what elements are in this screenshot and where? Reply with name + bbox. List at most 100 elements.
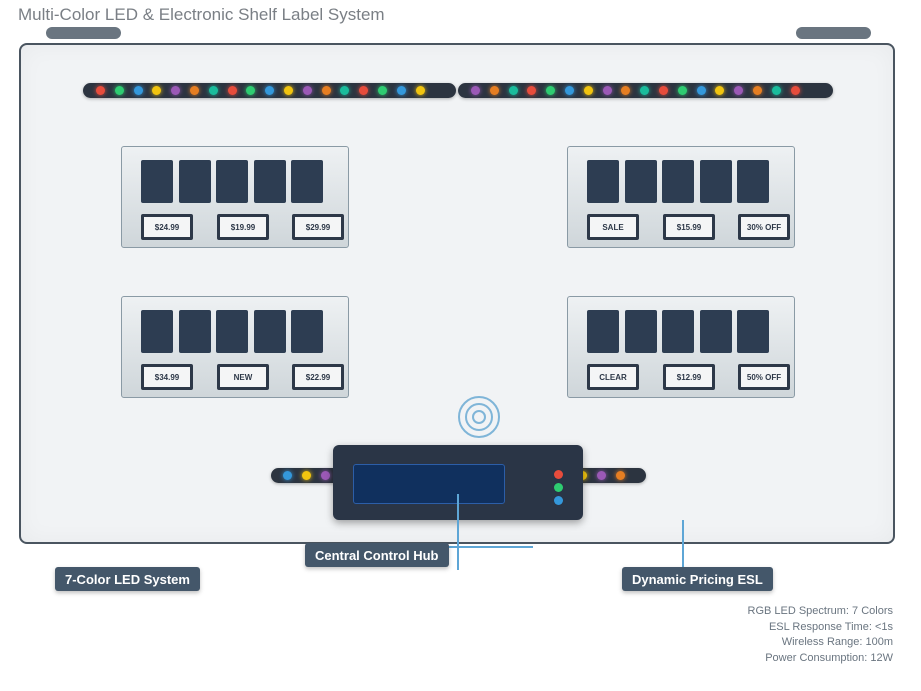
top-right-led-9 (621, 86, 631, 95)
shelf-top-right: SALE $15.99 30% OFF (567, 146, 795, 248)
shelf-bottom-right: CLEAR $12.99 50% OFF (567, 296, 795, 398)
price-tag: $24.99 (141, 214, 193, 240)
price-tag: $29.99 (292, 214, 344, 240)
top-right-led-10 (640, 86, 650, 95)
top-right-led-11 (659, 86, 668, 95)
product-block (291, 310, 323, 353)
top-right-led-12 (677, 86, 687, 95)
top-left-led-14 (340, 86, 350, 95)
hub-indicator-red (554, 470, 563, 479)
led-strip-bottom-left (271, 468, 351, 483)
product-block (141, 160, 173, 203)
wireless-signal-icon (458, 396, 500, 438)
top-left-led-11 (284, 86, 293, 95)
top-right-led-1 (471, 86, 480, 95)
price-tag: SALE (587, 214, 639, 240)
top-left-led-10 (265, 86, 275, 95)
hub-status-indicators (554, 470, 564, 506)
led-strip-top-right (458, 83, 833, 98)
price-tag: 30% OFF (738, 214, 790, 240)
top-right-led-8 (602, 86, 612, 95)
top-right-led-14 (715, 86, 725, 95)
bottom-right-led-3 (616, 471, 625, 480)
product-block (141, 310, 173, 353)
price-tag: CLEAR (587, 364, 639, 390)
price-tag: NEW (217, 364, 269, 390)
shelf-top-left: $24.99 $19.99 $29.99 (121, 146, 349, 248)
top-left-led-4 (152, 86, 162, 95)
diagram-title: Multi-Color LED & Electronic Shelf Label… (18, 5, 385, 24)
product-block (737, 160, 769, 203)
bottom-left-led-2 (302, 471, 311, 480)
spec-led-spectrum: RGB LED Spectrum: 7 Colors (747, 605, 894, 617)
product-block (587, 160, 619, 203)
wireless-ring-outer (458, 396, 500, 438)
top-left-led-5 (171, 86, 181, 95)
product-block (291, 160, 323, 203)
top-left-led-13 (321, 86, 331, 95)
product-block (587, 310, 619, 353)
top-right-led-3 (508, 86, 518, 95)
bottom-left-led-3 (321, 471, 330, 480)
product-block (178, 160, 211, 203)
top-left-led-8 (227, 86, 237, 95)
spec-wireless-range: Wireless Range: 100m (781, 636, 893, 648)
product-block (624, 310, 657, 353)
product-block (178, 310, 211, 353)
top-left-led-2 (114, 86, 124, 95)
label-led-system: 7-Color LED System (55, 567, 200, 591)
shelf-bottom-left: $34.99 NEW $22.99 (121, 296, 349, 398)
top-right-led-16 (753, 86, 762, 95)
price-tag: $22.99 (292, 364, 344, 390)
price-tag: $34.99 (141, 364, 193, 390)
product-block (624, 160, 657, 203)
specifications-list: RGB LED Spectrum: 7 Colors ESL Response … (748, 604, 894, 666)
spec-esl-response: ESL Response Time: <1s (768, 620, 893, 633)
top-right-led-15 (734, 86, 744, 95)
top-left-led-6 (190, 86, 199, 95)
product-block (699, 160, 732, 203)
top-right-led-7 (583, 86, 593, 95)
hub-indicator-blue (554, 496, 563, 505)
price-tag: $19.99 (217, 214, 269, 240)
top-right-led-18 (790, 86, 800, 95)
led-strip-top-left (83, 83, 456, 98)
top-right-led-2 (489, 86, 499, 95)
callout-line-hub (457, 494, 459, 570)
callout-line-esl (682, 520, 684, 570)
mounting-bracket-left (46, 27, 121, 39)
hub-display-screen (353, 464, 505, 504)
top-left-led-18 (415, 86, 425, 95)
top-left-led-12 (302, 86, 312, 95)
wireless-ring-middle (465, 403, 493, 431)
top-right-led-6 (565, 86, 574, 95)
label-central-control-hub: Central Control Hub (305, 543, 449, 567)
top-right-led-5 (546, 86, 556, 95)
top-left-led-15 (359, 86, 369, 95)
top-right-led-13 (696, 86, 706, 95)
top-left-led-9 (246, 86, 256, 95)
product-block (662, 310, 694, 353)
top-left-led-1 (96, 86, 105, 95)
top-left-led-3 (133, 86, 143, 95)
bottom-left-led-1 (283, 471, 292, 480)
top-left-led-17 (396, 86, 406, 95)
product-block (699, 310, 732, 353)
product-block (216, 160, 248, 203)
top-right-led-4 (527, 86, 537, 95)
product-block (737, 310, 769, 353)
price-tag: $12.99 (663, 364, 715, 390)
product-block (253, 310, 286, 353)
top-left-led-16 (378, 86, 387, 95)
bottom-right-led-2 (597, 471, 606, 480)
hub-indicator-green (554, 483, 563, 492)
label-dynamic-pricing-esl: Dynamic Pricing ESL (622, 567, 773, 591)
wireless-ring-inner (472, 410, 486, 424)
product-block (253, 160, 286, 203)
product-block (216, 310, 248, 353)
product-block (662, 160, 694, 203)
price-tag: 50% OFF (738, 364, 790, 390)
mounting-bracket-right (796, 27, 871, 39)
top-left-led-7 (208, 86, 218, 95)
price-tag: $15.99 (663, 214, 715, 240)
